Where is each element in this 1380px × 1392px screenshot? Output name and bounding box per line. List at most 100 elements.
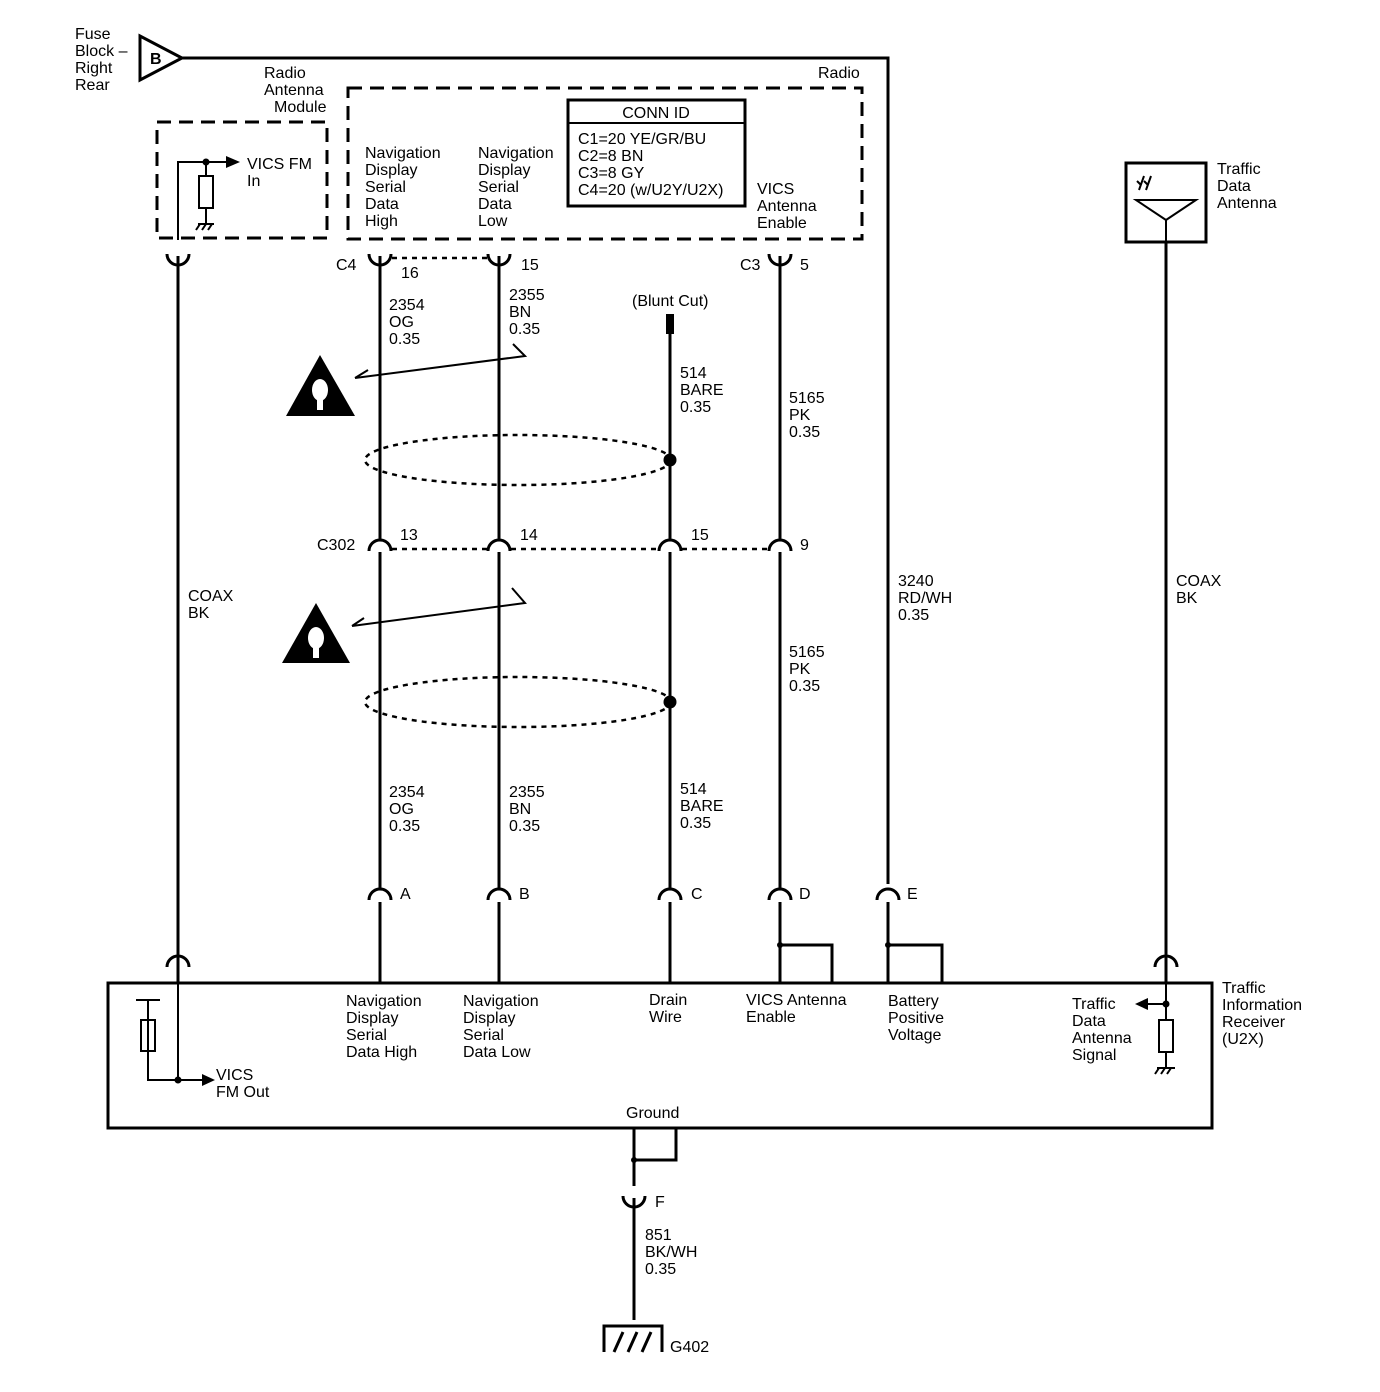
receiver-vics-enable-label-2: Enable	[746, 1009, 796, 1026]
nav-high-circuit-lower-3: 0.35	[389, 818, 420, 835]
vics-fm-out-label-2: FM Out	[216, 1084, 270, 1101]
conn-id-table: CONN ID C1=20 YE/GR/BU C2=8 BN C3=8 GY C…	[566, 98, 747, 208]
radio-connector-cups	[165, 253, 793, 267]
antenna-signal-label-3: Antenna	[1072, 1030, 1132, 1047]
radio-vics-enable-label-3: Enable	[757, 215, 807, 232]
fuse-pin-arrow-icon	[138, 33, 186, 83]
vics-circuit-lower-3: 0.35	[789, 678, 820, 695]
antenna-signal-label-2: Data	[1072, 1013, 1106, 1030]
shield-ellipses	[363, 433, 677, 729]
receiver-drain-label-1: Drain	[649, 992, 687, 1009]
nav-low-circuit-upper-2: BN	[509, 304, 531, 321]
vics-fm-in-arrow-icon	[226, 156, 240, 168]
antenna-signal-label-4: Signal	[1072, 1047, 1116, 1064]
vics-circuit-lower-2: PK	[789, 661, 811, 678]
ground-circuit-1: 851	[645, 1227, 672, 1244]
vics-circuit-upper-3: 0.35	[789, 424, 820, 441]
caution-icon	[282, 603, 350, 663]
nav-high-circuit-upper-1: 2354	[389, 297, 425, 314]
conn-id-line-2: C2=8 BN	[578, 148, 643, 165]
radio-nav-low-label-2: Display	[478, 162, 530, 179]
traffic-antenna-label-3: Antenna	[1217, 195, 1277, 212]
traffic-antenna-label-1: Traffic	[1217, 161, 1261, 178]
radio-module: Radio Navigation Display Serial Data Hig…	[346, 65, 864, 241]
c4-pin-16: 16	[401, 265, 419, 282]
receiver-nav-low-label-4: Data Low	[463, 1044, 531, 1061]
receiver-label-2: Information	[1222, 997, 1302, 1014]
receiver-battery-label-2: Positive	[888, 1010, 944, 1027]
radio-nav-low-label-4: Data	[478, 196, 512, 213]
connector-labels: C4 16 15 C3 5 C302 13 14 15 9 A B C D E …	[317, 257, 918, 1211]
c3-pin-5: 5	[800, 257, 809, 274]
receiver-nav-low-label-2: Display	[463, 1010, 515, 1027]
ground-symbol-icon	[602, 1324, 664, 1353]
c4-label: C4	[336, 257, 357, 274]
traffic-data-antenna: Traffic Data Antenna	[1124, 161, 1277, 244]
radio-nav-high-label-3: Serial	[365, 179, 406, 196]
conn-id-line-1: C1=20 YE/GR/BU	[578, 131, 706, 148]
battery-circuit-3: 0.35	[898, 607, 929, 624]
conn-id-title: CONN ID	[622, 105, 690, 122]
receiver-nav-high-label-1: Navigation	[346, 993, 422, 1010]
receiver-label-1: Traffic	[1222, 980, 1266, 997]
radio-nav-low-label-5: Low	[478, 213, 508, 230]
ground-symbol-icon	[195, 223, 214, 231]
coax-left-label-2: BK	[188, 605, 210, 622]
nav-low-circuit-lower-3: 0.35	[509, 818, 540, 835]
receiver-connector-cups	[165, 887, 1179, 968]
conn-id-line-3: C3=8 GY	[578, 165, 645, 182]
wires	[176, 242, 1168, 983]
nav-high-circuit-upper-3: 0.35	[389, 331, 420, 348]
drain-circuit-lower-1: 514	[680, 781, 707, 798]
receiver-nav-high-label-3: Serial	[346, 1027, 387, 1044]
ground-point-label: G402	[670, 1339, 709, 1356]
vics-circuit-upper-2: PK	[789, 407, 811, 424]
receiver-battery-label-1: Battery	[888, 993, 939, 1010]
radio-nav-high-label-2: Display	[365, 162, 417, 179]
drain-circuit-upper-3: 0.35	[680, 399, 711, 416]
radio-nav-low-label-3: Serial	[478, 179, 519, 196]
traffic-information-receiver: VICS FM Out Navigation Display Serial Da…	[106, 980, 1302, 1130]
radio-vics-enable-label-1: VICS	[757, 181, 794, 198]
c302-connector-cups	[367, 538, 793, 552]
radio-nav-high-label-5: High	[365, 213, 398, 230]
c302-pin-9: 9	[800, 537, 809, 554]
antenna-icon	[1132, 199, 1200, 242]
ground-symbol-icon	[1154, 1067, 1175, 1075]
radio-antenna-module: Radio Antenna Module VICS FM In	[155, 65, 329, 240]
caution-icon	[286, 355, 355, 416]
receiver-nav-high-label-2: Display	[346, 1010, 398, 1027]
vics-fm-in-label-2: In	[247, 173, 260, 190]
battery-circuit-1: 3240	[898, 573, 934, 590]
receiver-battery-label-3: Voltage	[888, 1027, 941, 1044]
c3-label: C3	[740, 257, 761, 274]
radio-vics-enable-label-2: Antenna	[757, 198, 817, 215]
receiver-nav-low-label-1: Navigation	[463, 993, 539, 1010]
antenna-signal-arrow-icon	[1135, 998, 1148, 1010]
blunt-cut-label: (Blunt Cut)	[632, 293, 708, 310]
c302-label: C302	[317, 537, 355, 554]
ground-circuit: G402	[602, 1128, 709, 1356]
radio-label: Radio	[818, 65, 860, 82]
receiver-ground-label: Ground	[626, 1105, 679, 1122]
fuse-block-label-4: Rear	[75, 77, 110, 94]
coax-right-label-2: BK	[1176, 590, 1198, 607]
fuse-block-label-2: Block –	[75, 43, 128, 60]
receiver-pin-c: C	[691, 886, 703, 903]
receiver-nav-low-label-3: Serial	[463, 1027, 504, 1044]
vics-fm-out-arrow-icon	[202, 1074, 215, 1086]
fuse-block: Fuse Block – Right Rear B	[75, 26, 186, 94]
battery-circuit-2: RD/WH	[898, 590, 952, 607]
fuse-block-label-1: Fuse	[75, 26, 111, 43]
resistor-icon	[1158, 1019, 1174, 1053]
nav-low-circuit-upper-1: 2355	[509, 287, 545, 304]
receiver-pin-e: E	[907, 886, 918, 903]
radio-nav-high-label-4: Data	[365, 196, 399, 213]
receiver-label-4: (U2X)	[1222, 1031, 1264, 1048]
circuit-labels: 2354 OG 0.35 2355 BN 0.35 (Blunt Cut) 51…	[188, 287, 1222, 1278]
fuse-block-label-3: Right	[75, 60, 113, 77]
ground-circuit-2: BK/WH	[645, 1244, 697, 1261]
traffic-antenna-label-2: Data	[1217, 178, 1251, 195]
ground-pin-f: F	[655, 1194, 665, 1211]
